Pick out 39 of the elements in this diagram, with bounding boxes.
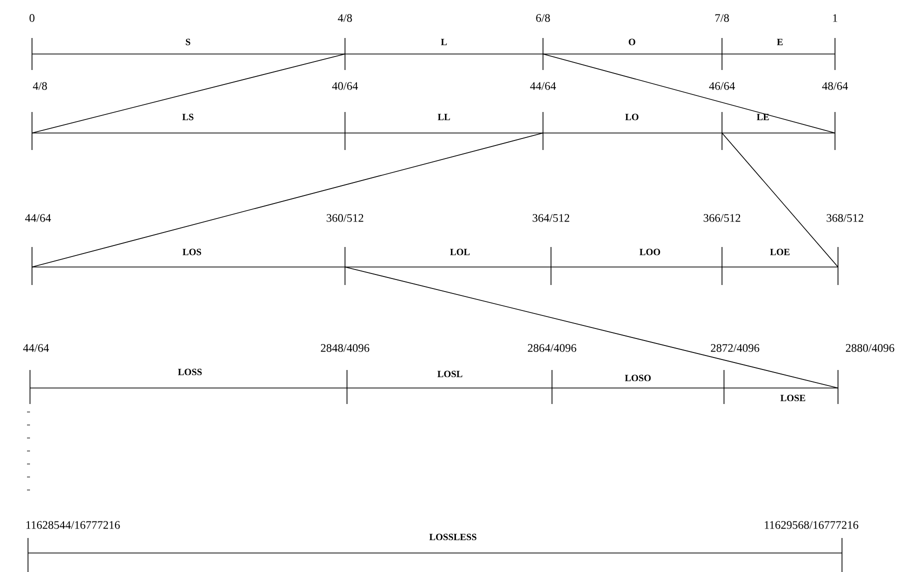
tick-label: 2864/4096 (528, 344, 576, 352)
tick-label: 11628544/16777216 (26, 521, 120, 529)
interval-label: LOSSLESS (429, 534, 476, 540)
tick-label: 44/64 (25, 214, 51, 222)
interval-label: LOS (182, 248, 202, 256)
interval-label: E (777, 38, 783, 46)
tick-label: 48/64 (822, 82, 848, 90)
interval-label: LE (756, 114, 769, 120)
tick-label: 2872/4096 (710, 344, 760, 352)
tick-label: 364/512 (532, 214, 570, 222)
interval-label: LOSO (624, 374, 651, 382)
interval-label: S (186, 38, 190, 46)
interval-label: LOSS (178, 368, 202, 376)
tick-label: 368/512 (826, 214, 864, 222)
tick-label: 6/8 (536, 14, 550, 22)
interval-label: LOL (450, 248, 470, 256)
interval-label: O (628, 38, 636, 46)
interval-label: LOO (640, 248, 660, 256)
interval-label: L (441, 38, 447, 46)
tick-label: 2880/4096 (846, 344, 894, 352)
tick-label: 44/64 (23, 344, 49, 352)
interval-label: LS (182, 114, 194, 120)
tick-label: 4/8 (338, 14, 352, 22)
tick-label: 366/512 (704, 214, 740, 222)
tick-label: 44/64 (530, 82, 556, 90)
tick-label: 0 (30, 14, 34, 22)
interval-label: LOSE (780, 394, 806, 402)
interval-label: LOSL (438, 370, 462, 378)
tick-label: 360/512 (326, 214, 364, 222)
tick-label: 4/8 (32, 82, 47, 90)
tick-label: 2848/4096 (320, 344, 370, 352)
tick-label: 7/8 (715, 14, 729, 22)
tick-label: 40/64 (332, 82, 358, 90)
interval-label: LO (625, 114, 638, 120)
interval-label: LOE (770, 248, 790, 256)
tick-label: 1 (833, 14, 838, 22)
interval-label: LL (438, 114, 450, 120)
tick-label: 46/64 (709, 82, 735, 90)
tick-label: 11629568/16777216 (764, 521, 858, 529)
